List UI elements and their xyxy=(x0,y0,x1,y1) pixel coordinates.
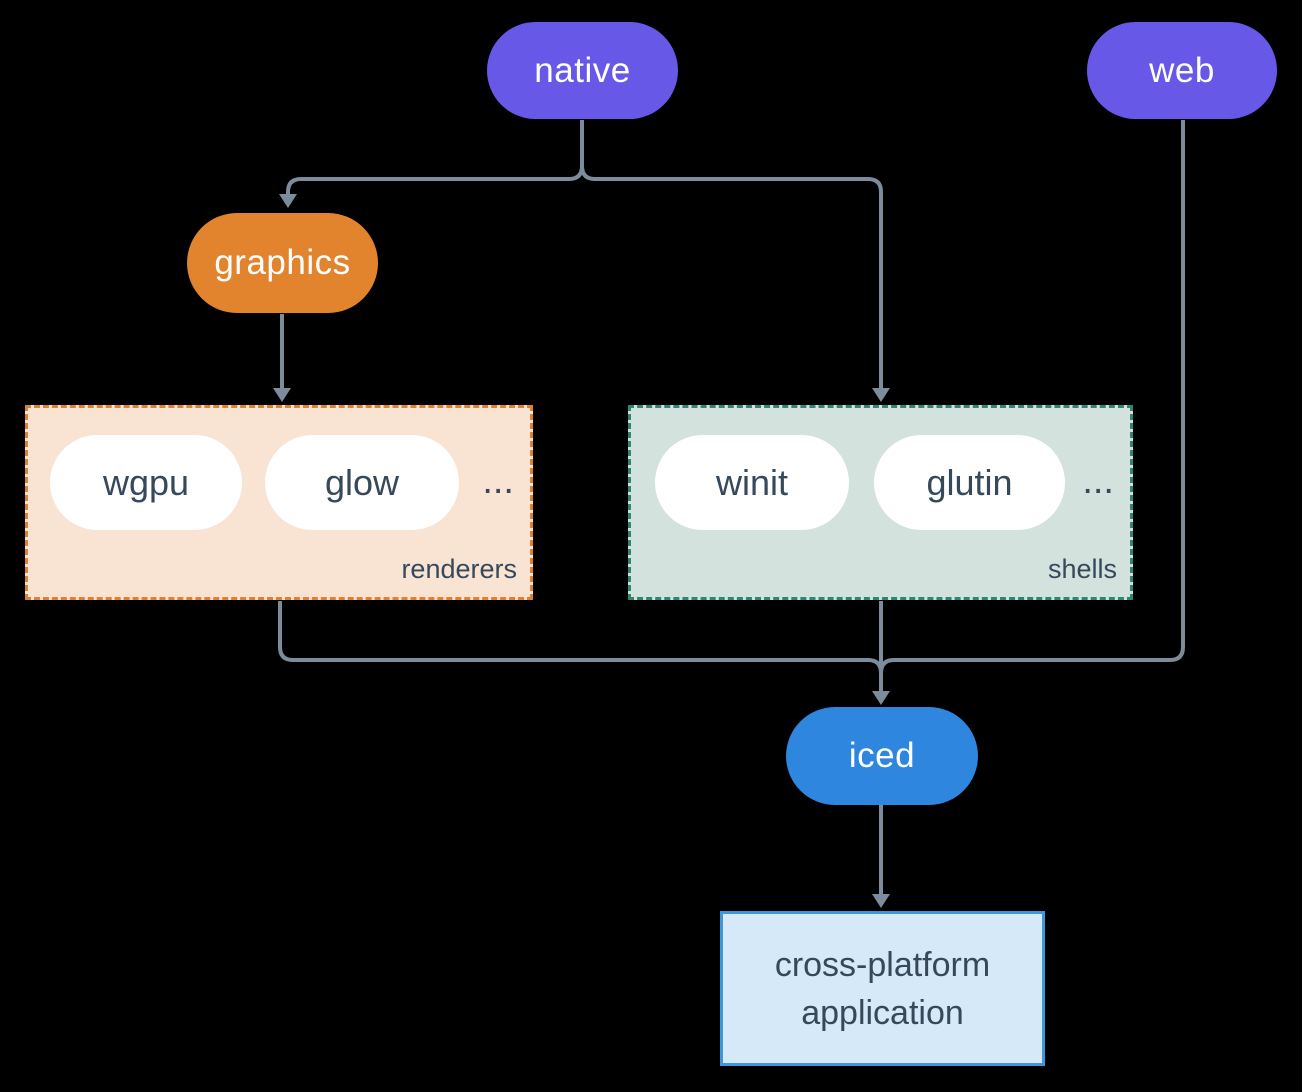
app-label-line2: application xyxy=(801,993,964,1032)
edge-native-shells xyxy=(580,120,883,390)
node-glow-label: glow xyxy=(324,461,400,503)
node-web-label: web xyxy=(1149,50,1215,90)
arrowhead-renderers xyxy=(273,388,291,402)
node-cross-platform-application: cross-platform application xyxy=(720,911,1045,1066)
edge-renderers-merge xyxy=(278,601,883,674)
node-native: native xyxy=(487,22,678,119)
edge-native-graphics xyxy=(286,120,584,195)
group-renderers: wgpu glow ... renderers xyxy=(25,405,533,600)
node-iced-label: iced xyxy=(848,736,916,775)
node-wgpu: wgpu xyxy=(50,435,242,530)
node-graphics: graphics xyxy=(187,213,378,313)
arrowhead-shells xyxy=(872,388,890,402)
arrowhead-iced xyxy=(872,691,890,705)
app-label-line1: cross-platform xyxy=(774,945,991,984)
node-graphics-label: graphics xyxy=(214,243,351,282)
node-glutin-label: glutin xyxy=(926,461,1013,503)
node-glow: glow xyxy=(265,435,459,530)
arrowhead-graphics xyxy=(279,194,297,208)
renderers-ellipsis: ... xyxy=(482,460,514,502)
arrowhead-app xyxy=(872,894,890,908)
node-wgpu-label: wgpu xyxy=(102,461,190,503)
node-winit: winit xyxy=(655,435,849,530)
node-native-label: native xyxy=(534,50,631,90)
node-glutin: glutin xyxy=(874,435,1065,530)
renderers-group-label: renderers xyxy=(401,554,517,584)
group-shells: winit glutin ... shells xyxy=(628,405,1133,600)
node-iced: iced xyxy=(786,707,978,805)
shells-ellipsis: ... xyxy=(1082,460,1114,502)
node-web: web xyxy=(1087,22,1277,119)
node-winit-label: winit xyxy=(715,461,789,503)
shells-group-label: shells xyxy=(1047,554,1117,584)
